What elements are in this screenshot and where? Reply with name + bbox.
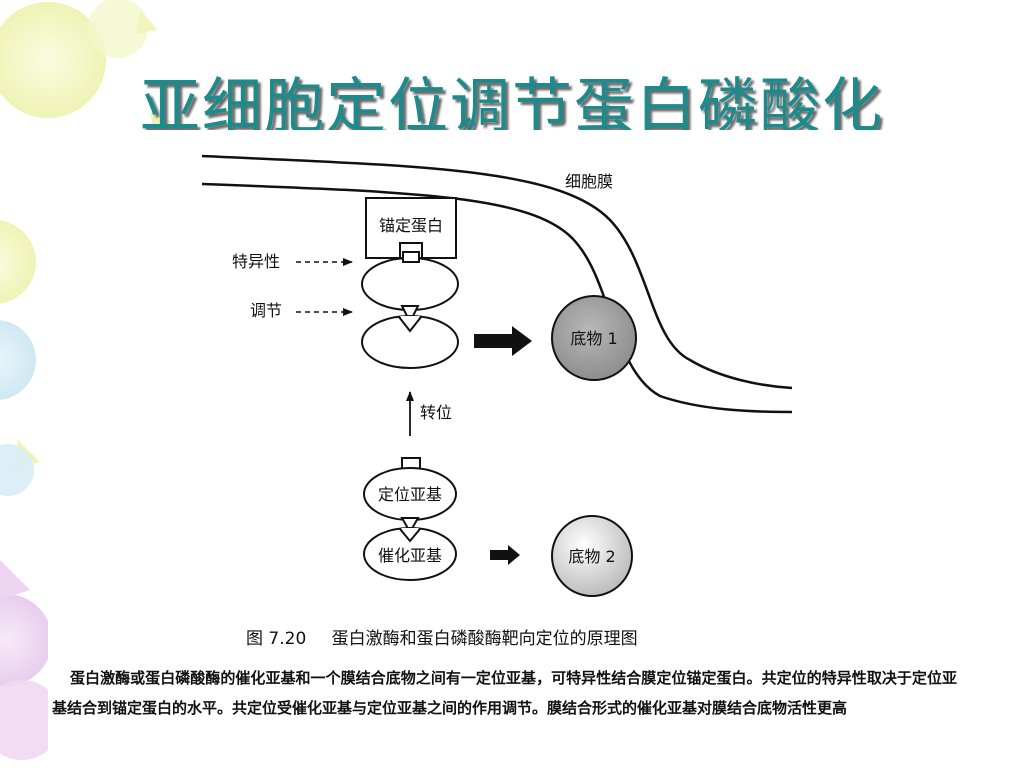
- free-catalytic-subunit-label: 催化亚基: [378, 546, 442, 565]
- free-targeting-subunit-tip: [400, 517, 420, 535]
- substrate-2: [551, 515, 633, 597]
- targeting-subunit-knob: [402, 251, 420, 263]
- free-catalytic-subunit-notch: [401, 528, 419, 540]
- action-arrow-substrate-2: [490, 545, 520, 565]
- deco-circle-pink-bottom-2: [0, 680, 62, 760]
- deco-circle-yellow-top: [0, 2, 106, 118]
- figure-caption: 图 7.20 蛋白激酶和蛋白磷酸酶靶向定位的原理图: [246, 624, 886, 649]
- figure-description: 蛋白激酶或蛋白磷酸酶的催化亚基和一个膜结合底物之间有一定位亚基，可特异性结合膜定…: [52, 669, 957, 717]
- translocation-label: 转位: [420, 403, 452, 422]
- cell-membrane-outer: [201, 154, 793, 390]
- action-arrow-substrate-1: [474, 326, 532, 356]
- substrate-2-label: 底物 2: [568, 547, 615, 566]
- free-targeting-subunit-label: 定位亚基: [378, 485, 442, 504]
- cell-membrane-inner: [201, 182, 793, 414]
- figure-panel: [48, 130, 968, 760]
- deco-circle-pink-bottom: [0, 594, 52, 686]
- catalytic-subunit-notch-outline: [398, 316, 422, 333]
- substrate-1: [551, 295, 637, 381]
- figure-caption-title: 蛋白激酶和蛋白磷酸酶靶向定位的原理图: [331, 629, 638, 649]
- specificity-label: 特异性: [232, 252, 280, 271]
- deco-circle-yellow-left: [0, 220, 36, 304]
- catalytic-subunit-notch: [400, 316, 420, 330]
- deco-circle-blue-left-2: [0, 444, 34, 496]
- anchor-protein-label: 锚定蛋白: [379, 216, 443, 235]
- membrane-label: 细胞膜: [565, 172, 613, 191]
- free-catalytic-subunit-notch-outline: [399, 528, 421, 543]
- deco-triangle-pink: [0, 560, 30, 600]
- figure-number: 图 7.20: [246, 629, 307, 649]
- regulation-label: 调节: [250, 301, 282, 320]
- deco-triangle-yellow: [136, 10, 158, 34]
- targeting-subunit-bound: [361, 257, 459, 311]
- deco-circle-yellow-top-small: [88, 0, 148, 58]
- targeting-subunit-tip: [400, 305, 420, 325]
- deco-circle-blue-left: [0, 320, 36, 400]
- substrate-1-label: 底物 1: [570, 329, 617, 348]
- deco-triangle-yellow-2: [150, 112, 172, 132]
